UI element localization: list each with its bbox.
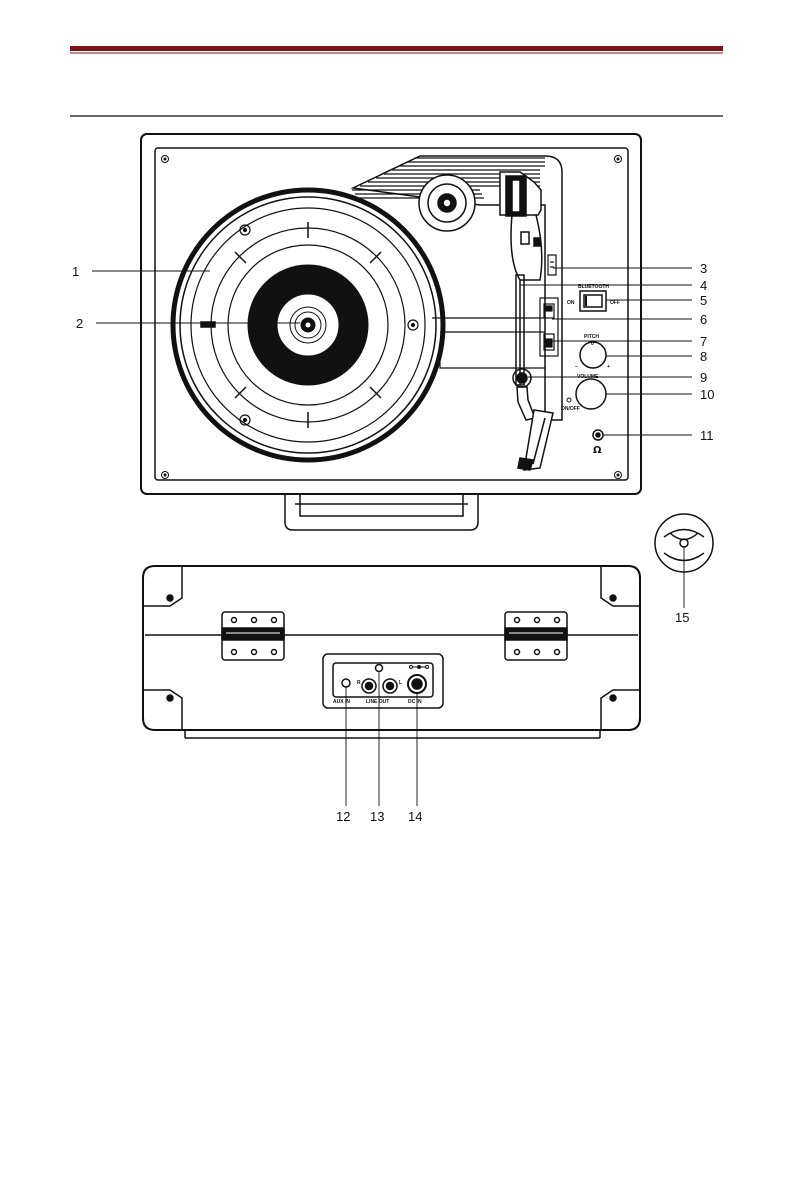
callout-3: 3 bbox=[700, 261, 707, 276]
line-out-label: LINE OUT bbox=[366, 699, 389, 705]
callout-5: 5 bbox=[700, 293, 707, 308]
platter-cutout bbox=[432, 318, 545, 368]
pitch-zero-label: 0 bbox=[591, 341, 594, 347]
case-handle bbox=[285, 494, 478, 530]
callout-4: 4 bbox=[700, 278, 707, 293]
left-channel-label: L bbox=[399, 680, 402, 686]
bluetooth-switch bbox=[580, 291, 606, 311]
callout-12: 12 bbox=[336, 809, 350, 824]
pitch-label: PITCH bbox=[584, 334, 599, 340]
callout-14: 14 bbox=[408, 809, 422, 824]
headphone-symbol: Ω bbox=[593, 445, 602, 456]
platter bbox=[173, 190, 443, 460]
arm-rest bbox=[548, 255, 556, 275]
page-header bbox=[70, 46, 723, 116]
off-label: OFF bbox=[610, 300, 620, 306]
callout-1: 1 bbox=[72, 264, 79, 279]
pitch-plus-label: + bbox=[607, 364, 610, 370]
volume-knob bbox=[567, 379, 606, 409]
back-view bbox=[143, 566, 640, 738]
corner-caps bbox=[143, 566, 640, 730]
latch-right bbox=[505, 612, 567, 660]
aux-in-label: AUX IN bbox=[333, 699, 350, 705]
callout-numbers: 1 2 3 4 5 6 7 8 9 10 11 12 13 14 15 bbox=[72, 261, 714, 824]
callout-11: 11 bbox=[700, 428, 714, 443]
case-outer bbox=[141, 134, 641, 494]
header-bar bbox=[70, 46, 723, 51]
speed-selector bbox=[540, 298, 558, 356]
case-back-outline bbox=[143, 566, 640, 730]
callout-8: 8 bbox=[700, 349, 707, 364]
callout-10: 10 bbox=[700, 387, 714, 402]
panel-labels: BLUETOOTH ON OFF PITCH 0 − + VOLUME ON/O… bbox=[561, 284, 620, 456]
on-label: ON bbox=[567, 300, 575, 306]
callout-15: 15 bbox=[675, 610, 689, 625]
callout-13: 13 bbox=[370, 809, 384, 824]
onoff-label: ON/OFF bbox=[561, 406, 580, 412]
callout-9: 9 bbox=[700, 370, 707, 385]
adapter-holder bbox=[419, 175, 475, 231]
callout-2: 2 bbox=[76, 316, 83, 331]
dc-in-label: DC IN bbox=[408, 699, 422, 705]
callout-6: 6 bbox=[700, 312, 707, 327]
callout-7: 7 bbox=[700, 334, 707, 349]
pitch-minus-label: − bbox=[575, 364, 578, 370]
latch-left bbox=[222, 612, 284, 660]
right-channel-label: R bbox=[357, 680, 361, 686]
headphone-jack bbox=[593, 430, 603, 440]
top-view bbox=[141, 134, 641, 530]
